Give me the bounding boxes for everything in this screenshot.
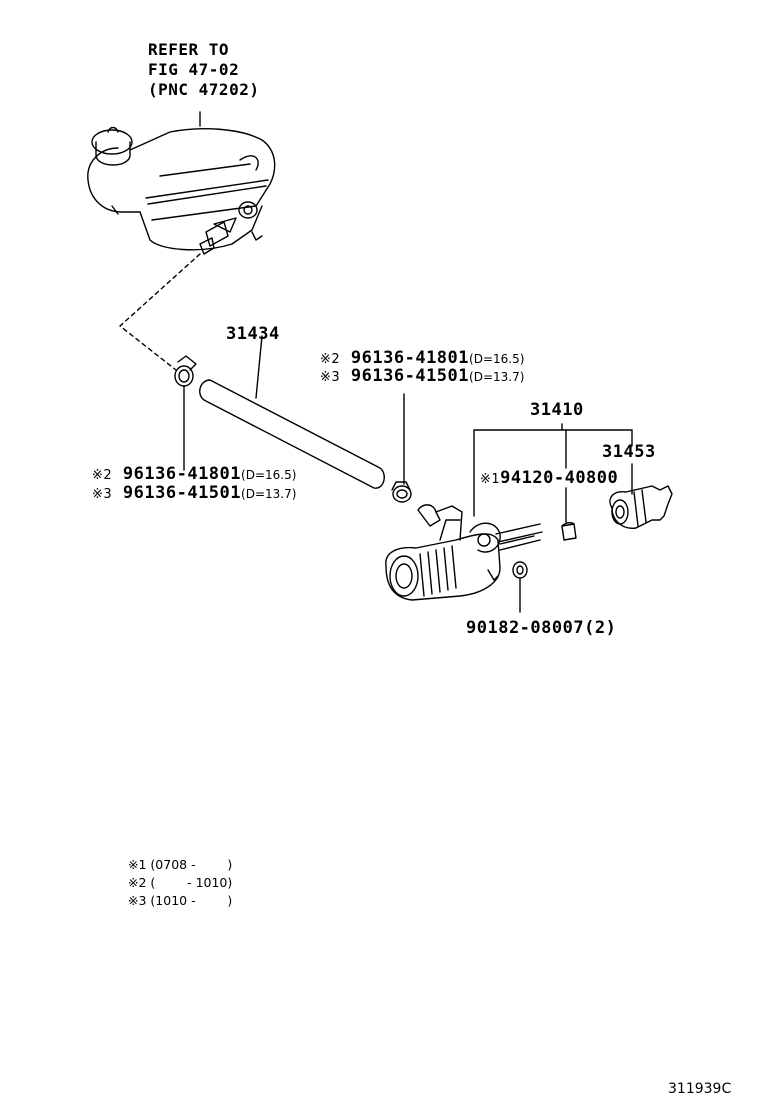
callout-nut[interactable]: 90182-08007(2) <box>466 620 616 637</box>
callout-part-number: 94120-40800 <box>500 468 619 488</box>
footnote-3: ※3 (1010 - ) <box>128 892 232 910</box>
clamp-left-illustration <box>174 355 197 471</box>
callout-master-cylinder[interactable]: 31410 <box>530 400 584 420</box>
callout-quantity: (2) <box>584 618 617 638</box>
footnote-mark: ※2 <box>128 875 147 890</box>
callout-boot[interactable]: 31453 <box>602 442 656 462</box>
footnote-range: (1010 - ) <box>150 893 233 908</box>
master-cylinder-illustration <box>385 504 543 601</box>
callout-mark: ※3 <box>92 487 113 502</box>
callout-part-number: 96136-41801 <box>122 464 242 484</box>
kit-piece-illustration <box>561 487 577 541</box>
reservoir-leader-line <box>119 253 201 371</box>
callout-part-number: 96136-41501 <box>350 366 470 386</box>
figure-id: 311939C <box>668 1081 732 1097</box>
nut-illustration <box>512 561 528 613</box>
footnote-mark: ※1 <box>128 857 147 872</box>
footnote-range: ( - 1010) <box>150 875 233 890</box>
footnote-2: ※2 ( - 1010) <box>128 874 232 892</box>
callout-clamp-right-1[interactable]: ※2 96136-41801(D=16.5) <box>320 350 524 367</box>
callout-mark: ※2 <box>320 352 341 367</box>
footnote-range: (0708 - ) <box>150 857 233 872</box>
callout-clamp-right-2[interactable]: ※3 96136-41501(D=13.7) <box>320 368 524 385</box>
callout-clamp-left-2[interactable]: ※3 96136-41501(D=13.7) <box>92 485 296 502</box>
reference-line-3: (PNC 47202) <box>148 80 260 99</box>
hose-illustration <box>199 335 385 489</box>
callout-repair-kit[interactable]: ※194120-40800 <box>480 470 618 487</box>
footnote-legend: ※1 (0708 - ) ※2 ( - 1010) ※3 (1010 - ) <box>128 856 232 910</box>
callout-mark: ※2 <box>92 468 113 483</box>
callout-mark: ※3 <box>320 370 341 385</box>
footnote-1: ※1 (0708 - ) <box>128 856 232 874</box>
reference-note: REFER TO FIG 47-02 (PNC 47202) <box>148 40 259 100</box>
callout-dimension: (D=13.7) <box>241 487 297 501</box>
callout-dimension: (D=13.7) <box>469 370 525 384</box>
clamp-right-illustration <box>391 393 412 503</box>
reservoir-tank-illustration <box>87 111 276 255</box>
footnote-mark: ※3 <box>128 893 147 908</box>
callout-dimension: (D=16.5) <box>469 352 525 366</box>
callout-part-number: 96136-41501 <box>122 483 242 503</box>
callout-dimension: (D=16.5) <box>241 468 297 482</box>
reference-line-2: FIG 47-02 <box>148 60 240 79</box>
boot-illustration <box>609 463 673 529</box>
callout-hose[interactable]: 31434 <box>226 324 280 344</box>
callout-part-number: 96136-41801 <box>350 348 470 368</box>
reference-line-1: REFER TO <box>148 40 230 59</box>
callout-part-number: 90182-08007 <box>466 618 585 638</box>
callout-clamp-left-1[interactable]: ※2 96136-41801(D=16.5) <box>92 466 296 483</box>
callout-mark: ※1 <box>480 472 501 487</box>
callout-bracket <box>473 423 633 517</box>
